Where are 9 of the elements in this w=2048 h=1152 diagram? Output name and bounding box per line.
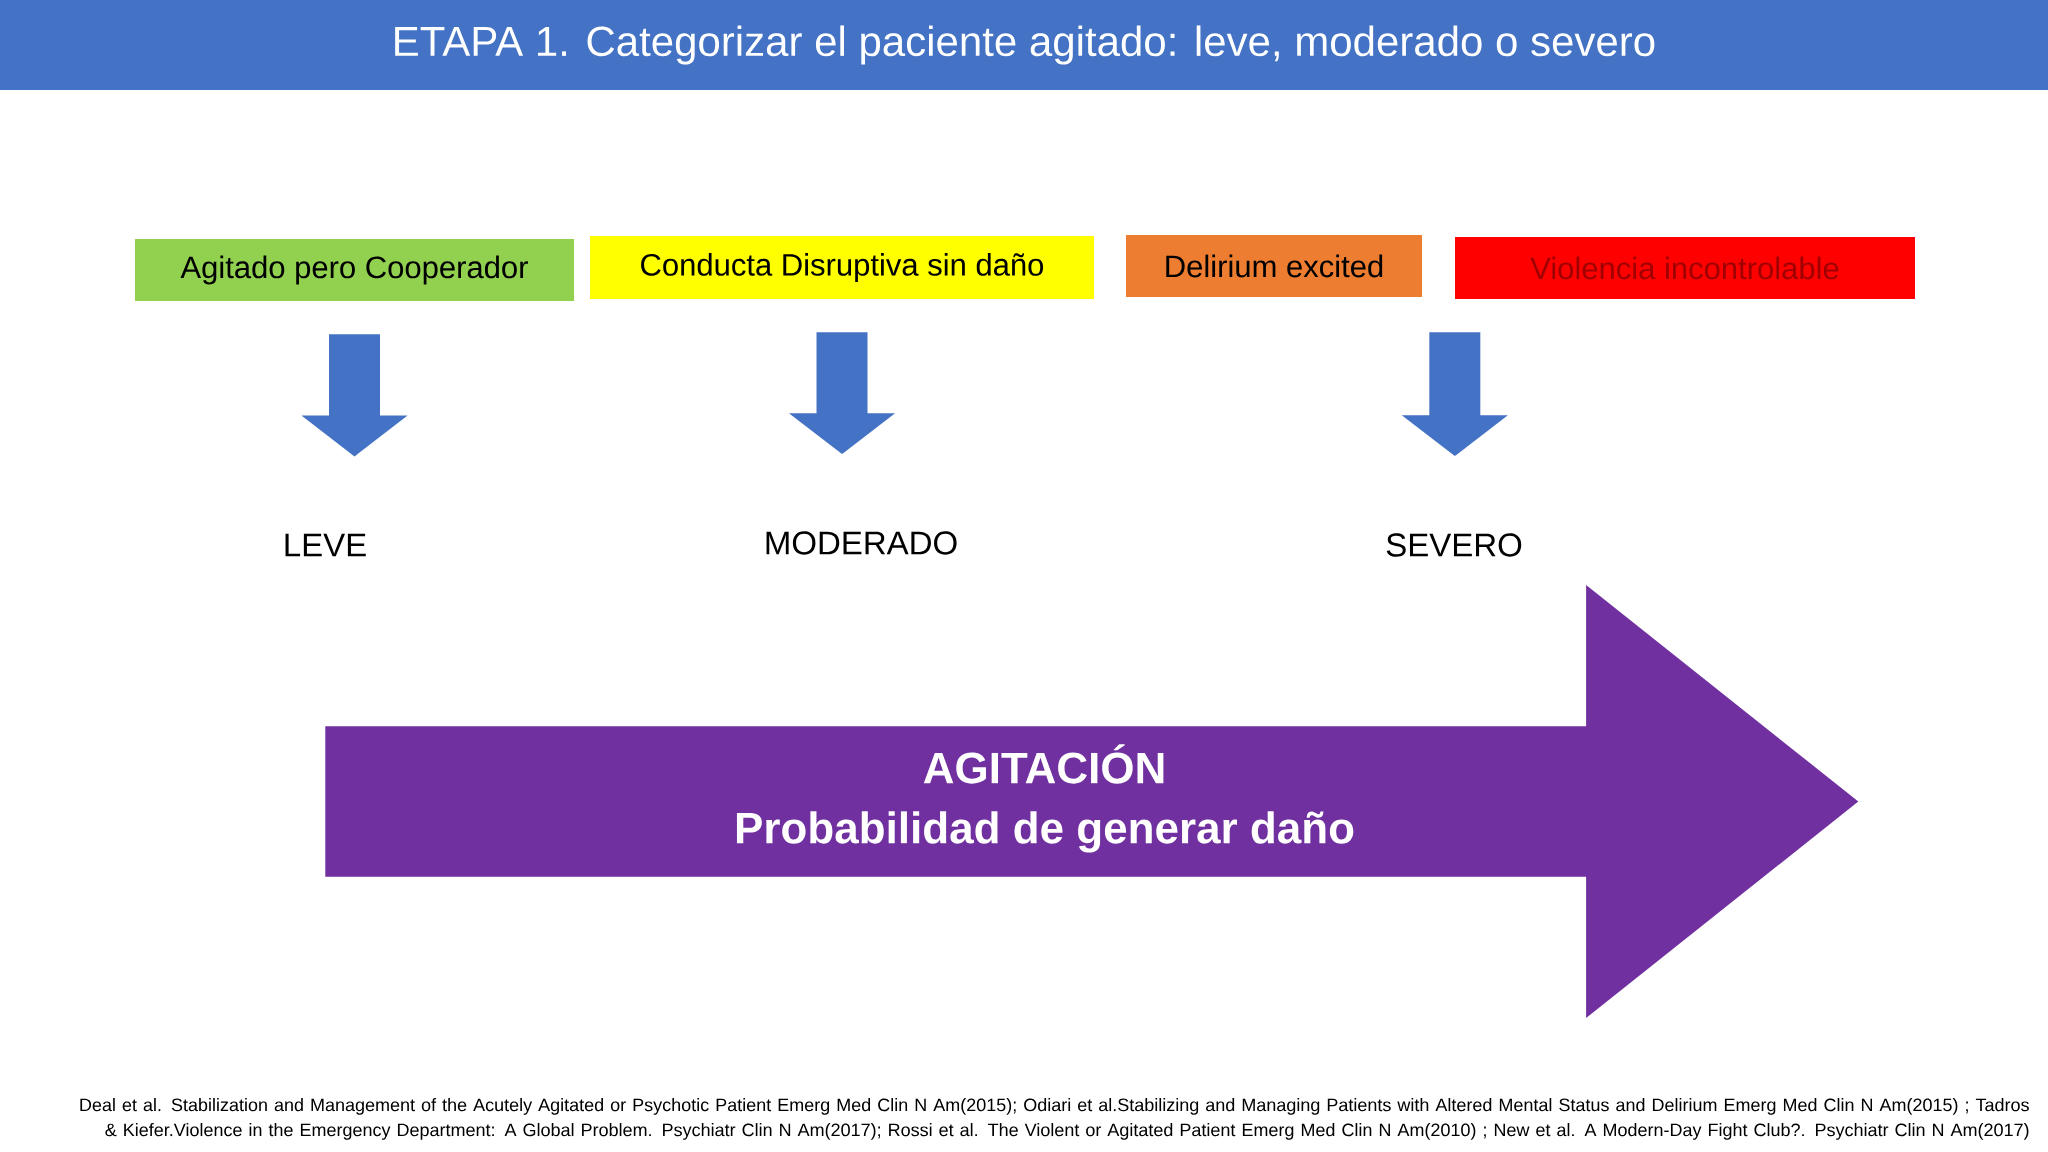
severity-label: MODERADO (766, 531, 957, 555)
severity-label: LEVE (285, 533, 366, 557)
category-box: Violencia incontrolable (1455, 237, 1915, 299)
category-box: Conducta Disruptiva sin daño (590, 236, 1094, 299)
title-banner: ETAPA 1. Categorizar el paciente agitado: leve, moderado o severo (0, 0, 2048, 90)
category-box: Delirium excited (1126, 235, 1422, 297)
severity-label: SEVERO (1386, 533, 1522, 557)
reference-text: Deal et al. Stabilization and Management of the Acutely Agitated or Psychotic Patient Emerg Med Clin N Am(2015); Odiari et al.Stabilizing and Managing Patients with Altered Mental Status and Delirium Emerg Med Clin N Am(2015) ; Tadros & Kiefer.Violence in the Emergency Department: A Global Problem. Psychiatr Clin N Am(2017); Rossi et al. The Violent or Agitated Patient Emerg Med Clin N Am(2010) ; New et al. A Modern-Day Fight Club?. Psychiatr Clin N Am(2017) (80, 1098, 2029, 1140)
category-box: Agitado pero Cooperador (135, 239, 574, 301)
